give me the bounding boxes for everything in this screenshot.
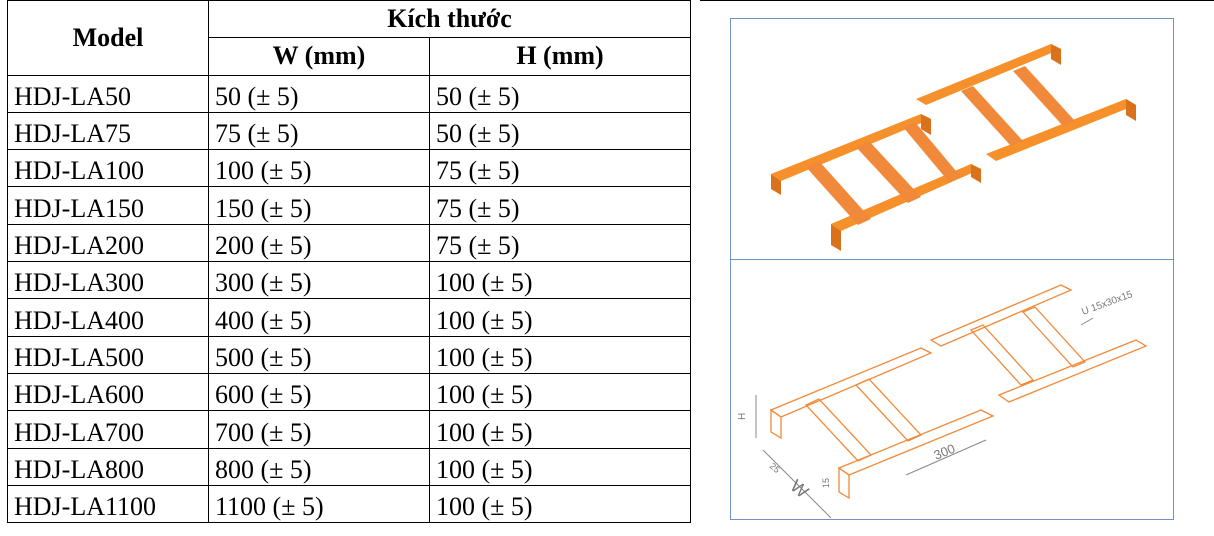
width-dimension-label: W [786, 476, 812, 502]
cell-height: 75 (± 5) [429, 186, 691, 225]
header-height: H (mm) [429, 37, 691, 76]
rung-dimension-label: U 15x30x15 [1080, 289, 1134, 318]
header-size-group: Kích thước [208, 0, 691, 39]
header-model: Model [7, 0, 209, 76]
cell-width: 600 (± 5) [208, 372, 430, 412]
header-width: W (mm) [208, 37, 430, 76]
flange-dimension-label: 25 [768, 461, 782, 475]
cell-model: HDJ-LA150 [7, 186, 209, 225]
height-dimension-label: H [737, 413, 748, 420]
cell-width: 75 (± 5) [208, 111, 430, 151]
panel-divider [731, 259, 1173, 260]
cell-width: 800 (± 5) [208, 447, 430, 486]
cell-width: 700 (± 5) [208, 410, 430, 449]
cell-model: HDJ-LA1100 [7, 484, 209, 524]
cell-height: 100 (± 5) [429, 410, 691, 449]
cell-model: HDJ-LA300 [7, 261, 209, 300]
right-ladder-section [916, 44, 1136, 161]
cell-height: 75 (± 5) [429, 223, 691, 263]
cell-height: 50 (± 5) [429, 74, 691, 113]
cell-model: HDJ-LA200 [7, 223, 209, 263]
cell-width: 50 (± 5) [208, 74, 430, 113]
dimension-lines [755, 317, 1094, 519]
cell-height: 100 (± 5) [429, 335, 691, 374]
cell-model: HDJ-LA500 [7, 335, 209, 374]
cell-width: 500 (± 5) [208, 335, 430, 374]
cell-width: 300 (± 5) [208, 261, 430, 300]
cell-width: 100 (± 5) [208, 149, 430, 188]
cell-model: HDJ-LA100 [7, 149, 209, 188]
cell-height: 100 (± 5) [429, 261, 691, 300]
cell-height: 100 (± 5) [429, 372, 691, 412]
cell-height: 100 (± 5) [429, 484, 691, 524]
cell-width: 150 (± 5) [208, 186, 430, 225]
lip-dimension-label: 15 [821, 478, 831, 488]
left-ladder-section [771, 114, 981, 251]
cell-height: 75 (± 5) [429, 149, 691, 188]
cell-model: HDJ-LA400 [7, 298, 209, 337]
product-figure: U 15x30x15 300 W H 25 15 [730, 18, 1174, 520]
cell-width: 400 (± 5) [208, 298, 430, 337]
tray-drawing-panel: U 15x30x15 300 W H 25 15 [731, 260, 1172, 519]
cell-model: HDJ-LA600 [7, 372, 209, 412]
cell-model: HDJ-LA50 [7, 74, 209, 113]
cell-model: HDJ-LA75 [7, 111, 209, 151]
top-rule [700, 0, 1214, 1]
cell-width: 200 (± 5) [208, 223, 430, 263]
ladder-outline [769, 284, 1148, 500]
tray-render-panel [731, 19, 1172, 259]
cell-model: HDJ-LA700 [7, 410, 209, 449]
cell-height: 50 (± 5) [429, 111, 691, 151]
cell-height: 100 (± 5) [429, 447, 691, 486]
cell-height: 100 (± 5) [429, 298, 691, 337]
cable-ladder-dimension-drawing: U 15x30x15 300 W H 25 15 [737, 284, 1148, 519]
spacing-dimension-label: 300 [932, 441, 958, 463]
cell-width: 1100 (± 5) [208, 484, 430, 524]
cell-model: HDJ-LA800 [7, 447, 209, 486]
cable-ladder-render-image [771, 44, 1136, 251]
